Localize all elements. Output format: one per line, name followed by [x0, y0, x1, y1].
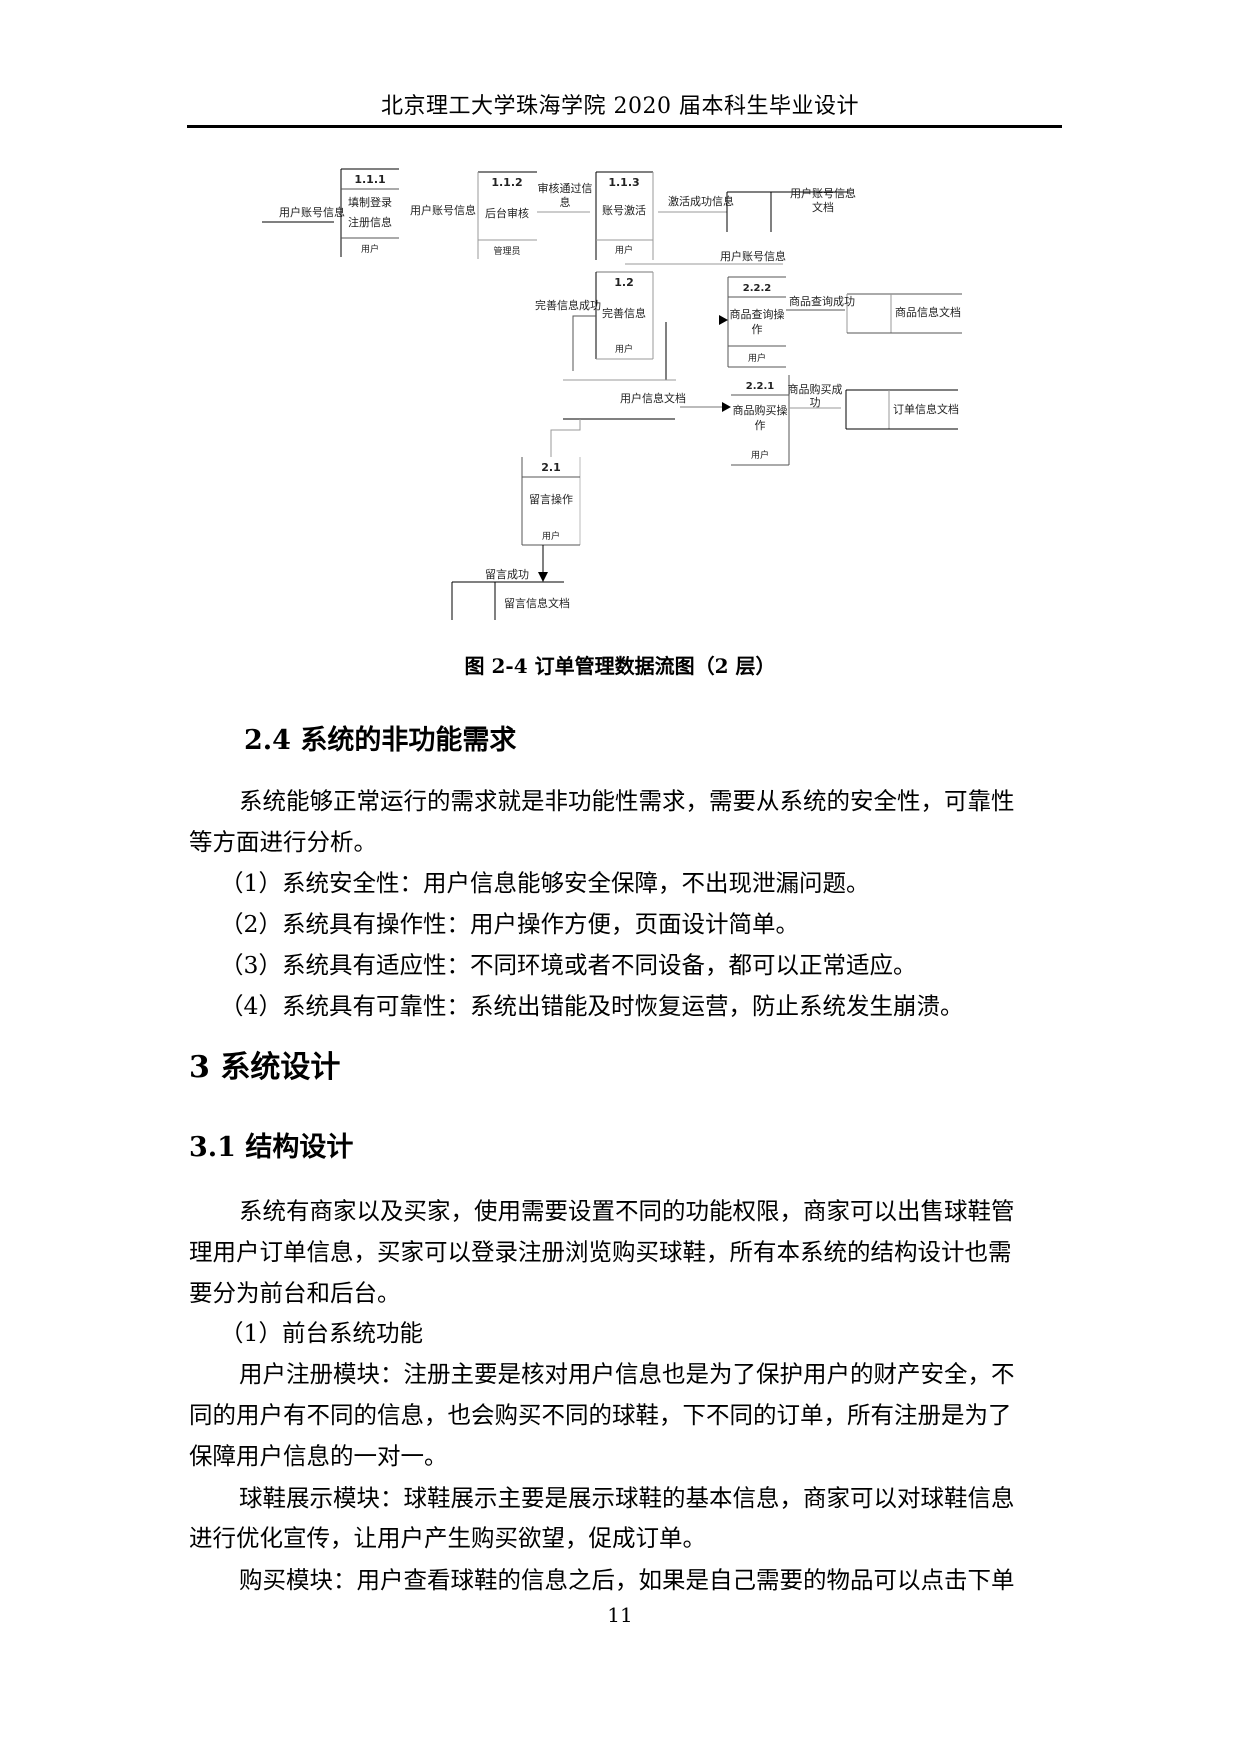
process-1-1-1: [340, 168, 399, 257]
process-2-1: [521, 457, 581, 546]
list-item: （1）前台系统功能: [220, 1319, 423, 1347]
process-label: 留言操作: [529, 492, 573, 506]
header-rule: [187, 125, 1062, 128]
flow-label: 用户账号信息: [279, 205, 345, 219]
process-actor: 用户: [751, 449, 769, 461]
list-item: （3）系统具有适应性：不同环境或者不同设备，都可以正常适应。: [220, 951, 917, 979]
store-user-account: [726, 191, 850, 232]
flow-label: 用户账号信息: [410, 203, 476, 217]
process-label: 后台审核: [485, 206, 529, 220]
paragraph-line: 等方面进行分析。: [189, 828, 377, 856]
list-item: （1）系统安全性：用户信息能够安全保障，不出现泄漏问题。: [220, 869, 870, 897]
paragraph-line: 系统有商家以及买家，使用需要设置不同的功能权限，商家可以出售球鞋管: [239, 1197, 1015, 1225]
section-heading-3-1: 3.1 结构设计: [189, 1132, 354, 1163]
list-item: （4）系统具有可靠性：系统出错能及时恢复运营，防止系统发生崩溃。: [220, 992, 964, 1020]
process-2-2-1: [731, 375, 790, 466]
process-actor: 用户: [748, 352, 766, 364]
paragraph-line: 系统能够正常运行的需求就是非功能性需求，需要从系统的安全性，可靠性: [239, 787, 1015, 815]
process-actor: 用户: [361, 243, 379, 255]
list-item: （2）系统具有操作性：用户操作方便，页面设计简单。: [220, 910, 799, 938]
paragraph-line: 同的用户有不同的信息，也会购买不同的球鞋，下不同的订单，所有注册是为了: [189, 1401, 1012, 1429]
page-header-title: 北京理工大学珠海学院 2020 届本科生毕业设计: [381, 94, 859, 119]
flow-label: 商品查询成功: [789, 294, 855, 308]
process-label: 注册信息: [348, 215, 392, 229]
store-user-info: [563, 379, 676, 420]
store-order-info: [845, 389, 958, 430]
paragraph-line: 理用户订单信息，买家可以登录注册浏览购买球鞋，所有本系统的结构设计也需: [189, 1238, 1012, 1266]
process-label: 商品查询操: [730, 307, 785, 321]
page-number: 11: [607, 1603, 633, 1627]
flow-label: 留言成功: [485, 568, 529, 581]
store-label: 商品信息文档: [895, 305, 961, 319]
store-label: 订单信息文档: [893, 402, 959, 416]
store-label: 用户账号信息: [790, 186, 856, 200]
paragraph-line: 用户注册模块：注册主要是核对用户信息也是为了保护用户的财产安全，不: [239, 1360, 1015, 1388]
flow-label: 激活成功信息: [668, 194, 734, 208]
paragraph-line: 球鞋展示模块：球鞋展示主要是展示球鞋的基本信息，商家可以对球鞋信息: [239, 1484, 1015, 1512]
store-label: 留言信息文档: [504, 596, 570, 610]
process-label: 作: [752, 323, 763, 336]
process-label: 完善信息: [602, 306, 646, 320]
flow-label: 息: [560, 195, 571, 209]
paragraph-line: 保障用户信息的一对一。: [189, 1442, 448, 1470]
process-id: 2.2.2: [743, 283, 772, 294]
flow-label: 完善信息成功: [535, 298, 601, 312]
section-heading-2-4: 2.4 系统的非功能需求: [244, 725, 517, 756]
process-actor: 用户: [615, 244, 633, 256]
process-actor: 管理员: [493, 245, 520, 257]
flow-label: 用户账号信息: [720, 249, 786, 263]
store-label: 文档: [812, 200, 834, 214]
process-label: 作: [755, 419, 766, 432]
paragraph-line: 要分为前台和后台。: [189, 1279, 401, 1307]
store-message-info: [451, 581, 564, 620]
process-label: 填制登录: [348, 195, 392, 209]
paragraph-line: 购买模块：用户查看球鞋的信息之后，如果是自己需要的物品可以点击下单: [239, 1566, 1015, 1594]
process-id: 1.1.2: [491, 176, 522, 189]
figure-caption: 图 2-4 订单管理数据流图（2 层）: [464, 654, 776, 678]
process-1-1-2: [477, 171, 537, 259]
process-id: 1.2: [614, 276, 634, 289]
process-id: 2.2.1: [746, 381, 775, 392]
store-goods-info: [846, 293, 962, 334]
chapter-heading-3: 3 系统设计: [189, 1050, 341, 1085]
store-label: 用户信息文档: [620, 391, 686, 405]
process-actor: 用户: [615, 343, 633, 355]
flow-label: 商品购买成: [788, 382, 843, 396]
process-id: 2.1: [541, 461, 561, 474]
process-2-2-2: [727, 276, 786, 368]
process-actor: 用户: [542, 530, 560, 542]
process-1-1-3: [595, 171, 654, 260]
paragraph-line: 进行优化宣传，让用户产生购买欲望，促成订单。: [189, 1524, 706, 1552]
data-flow-diagram: 1.1.1 填制登录 注册信息 用户 1.1.2 后台审核 管理员 1.1.3 …: [262, 168, 962, 620]
process-label: 商品购买操: [733, 403, 788, 417]
process-id: 1.1.1: [354, 173, 385, 186]
process-id: 1.1.3: [608, 176, 639, 189]
flow-label: 审核通过信: [538, 181, 593, 195]
flow-label: 功: [810, 396, 821, 409]
process-label: 账号激活: [602, 203, 646, 217]
